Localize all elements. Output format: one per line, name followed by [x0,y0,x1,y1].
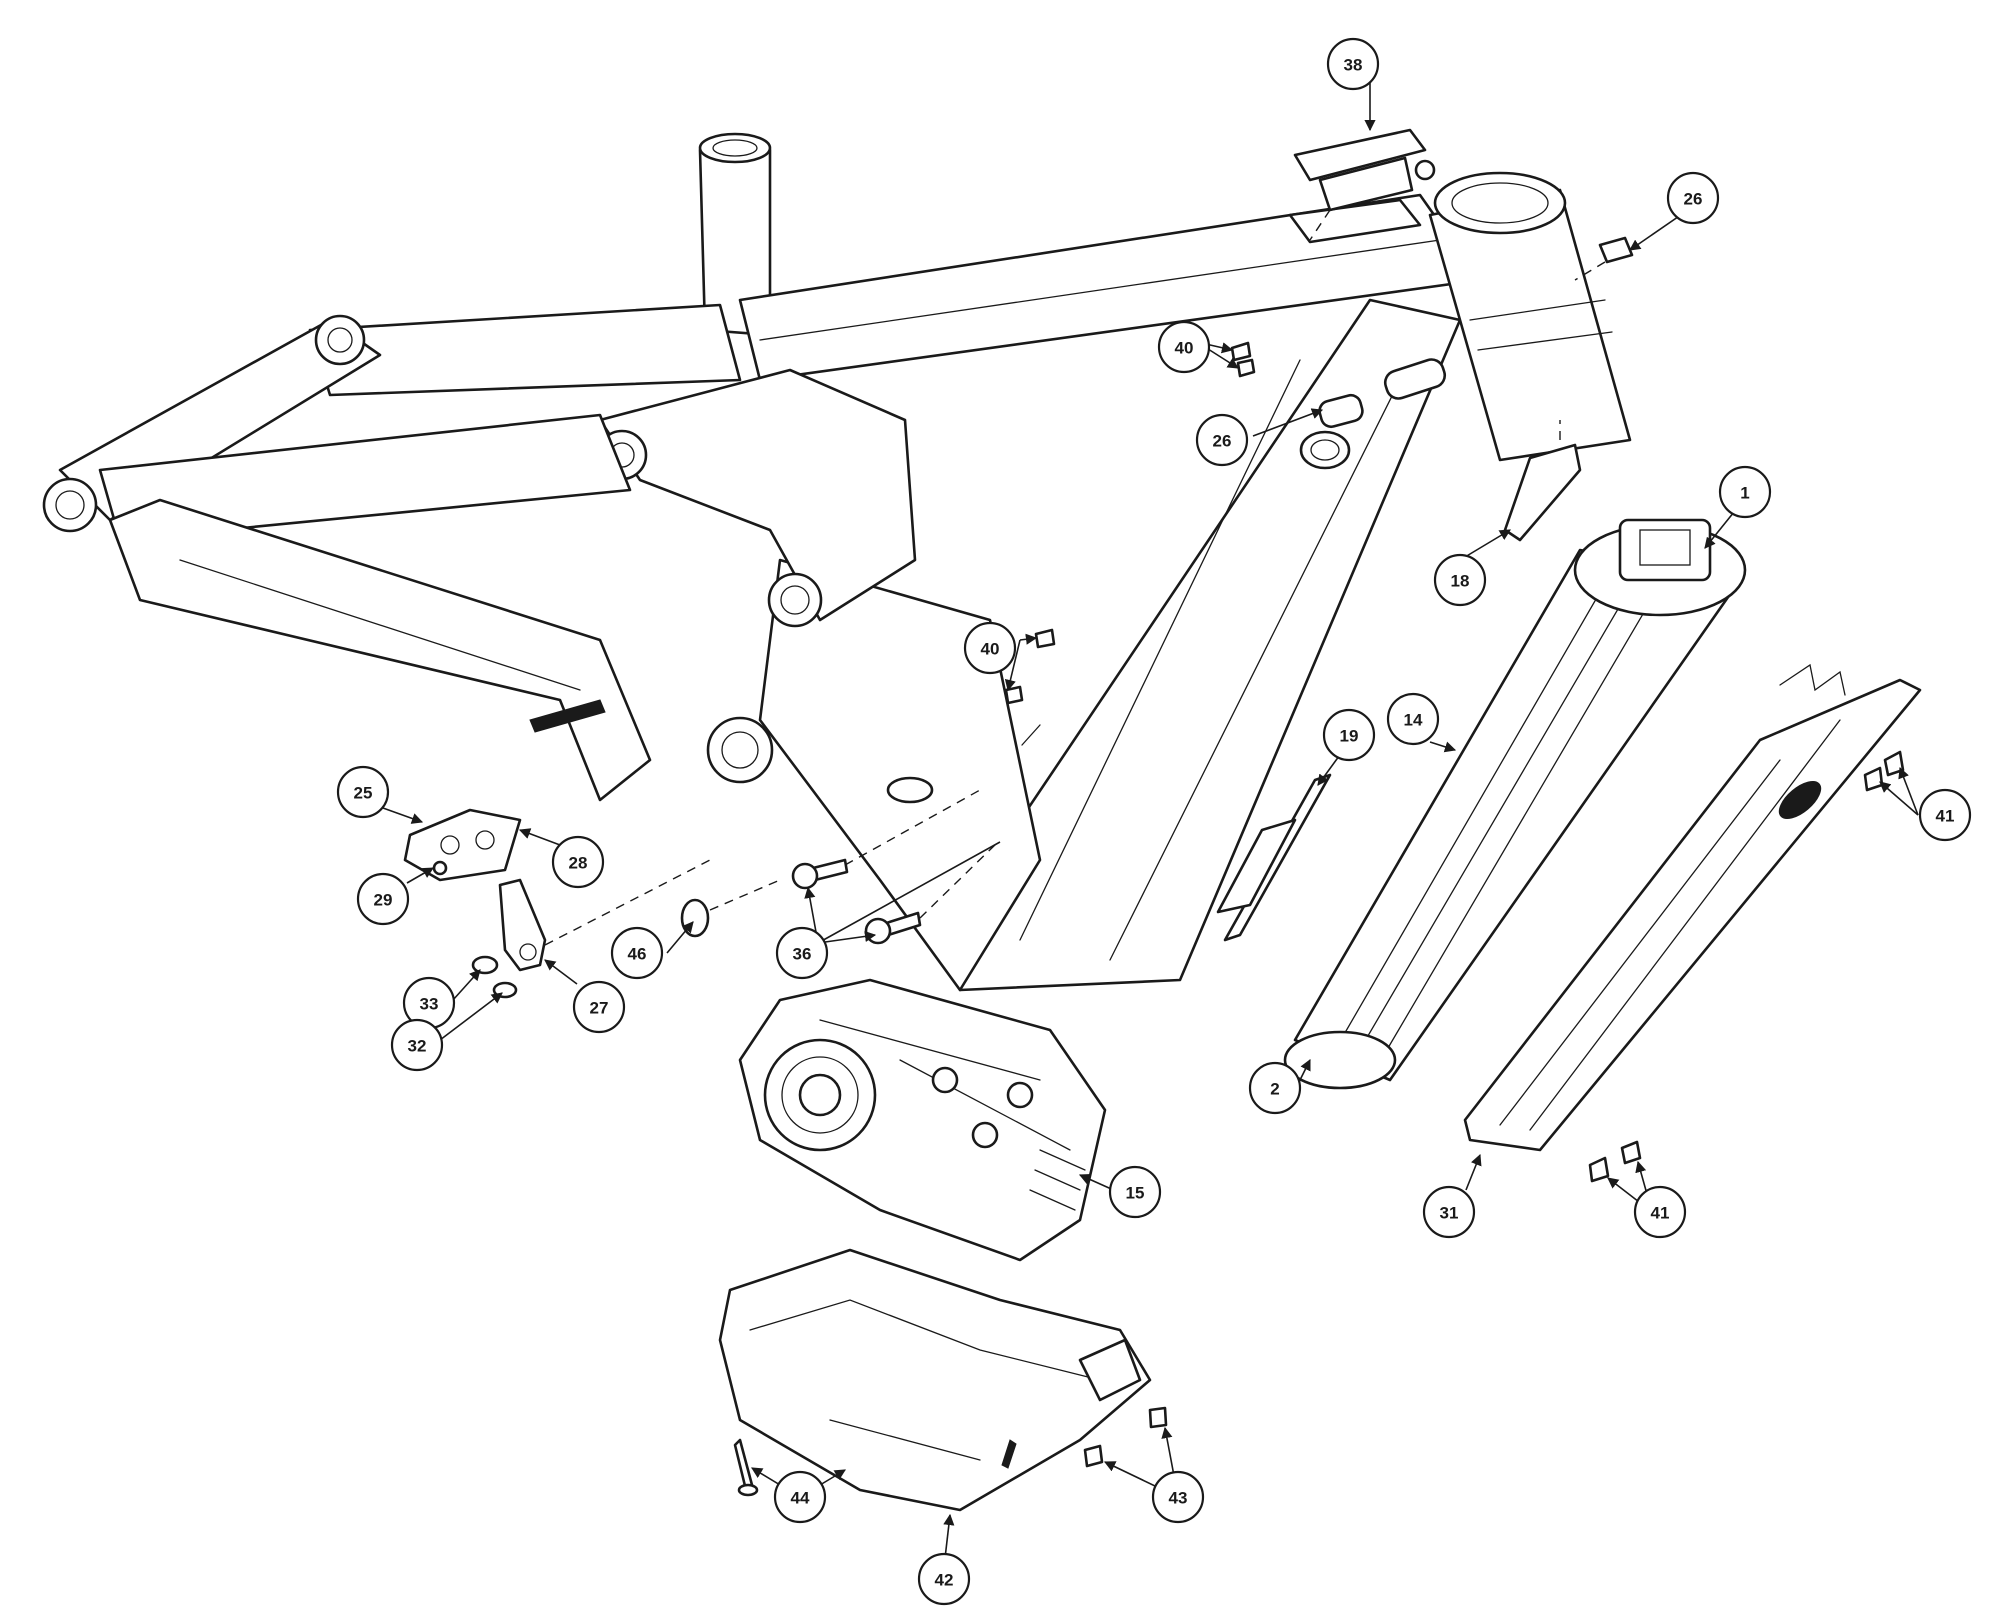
drive-motor [738,978,1107,1262]
chain-guide [403,808,522,882]
callout-44: 44 [773,1470,827,1524]
callout-19: 19 [1322,708,1376,762]
callout-42: 42 [917,1552,971,1606]
callout-label: 44 [791,1489,810,1508]
spacer [680,879,781,938]
callout-26-top: 26 [1666,171,1720,225]
callout-label: 14 [1404,711,1423,730]
derailleur-hanger [498,859,711,972]
callout-40-top: 40 [1157,320,1211,374]
callout-label: 36 [793,945,812,964]
callout-14: 14 [1386,692,1440,746]
callout-15: 15 [1108,1165,1162,1219]
callout-label: 25 [354,784,373,803]
cover-screws-upper [1863,750,1905,792]
callout-28: 28 [551,835,605,889]
callout-25: 25 [336,765,390,819]
callout-label: 27 [590,999,609,1018]
callout-label: 31 [1440,1204,1459,1223]
callout-label: 40 [981,640,1000,659]
callout-46: 46 [610,926,664,980]
callout-1: 1 [1718,465,1772,519]
cover-screws-lower [1588,1140,1642,1183]
callout-38: 38 [1326,37,1380,91]
callout-label: 42 [935,1571,954,1590]
display-unit [1293,128,1436,241]
callout-label: 19 [1340,727,1359,746]
callout-18: 18 [1433,553,1487,607]
callout-label: 26 [1684,190,1703,209]
callout-29: 29 [356,872,410,926]
callout-bubbles: 38 26 40 26 1 18 40 19 [336,37,1972,1606]
callout-label: 33 [420,995,439,1014]
callout-label: 41 [1936,807,1955,826]
callout-label: 29 [374,891,393,910]
battery-cover [1463,663,1922,1152]
skid-plate [718,1248,1152,1512]
seat-stay [58,303,742,542]
callout-label: 18 [1451,572,1470,591]
callout-2: 2 [1248,1061,1302,1115]
callout-41-lower: 41 [1633,1185,1687,1239]
callout-label: 26 [1213,432,1232,451]
callout-label: 32 [408,1037,427,1056]
callout-label: 15 [1126,1184,1145,1203]
callout-label: 40 [1175,339,1194,358]
callout-36: 36 [775,926,829,980]
frame [698,132,1632,992]
callout-label: 46 [628,945,647,964]
callout-31: 31 [1422,1185,1476,1239]
callout-27: 27 [572,980,626,1034]
callout-33: 33 [402,976,456,1030]
headset-bracket [1503,420,1582,542]
callout-43: 43 [1151,1470,1205,1524]
callout-label: 1 [1740,484,1749,503]
callout-32: 32 [390,1018,444,1072]
callout-label: 28 [569,854,588,873]
chain-stay [42,477,652,802]
skid-plate-screws [733,1406,1168,1497]
callout-40-mid: 40 [963,621,1017,675]
callout-label: 41 [1651,1204,1670,1223]
cable-grommet [1574,236,1634,281]
rocker-link [596,368,917,628]
callout-26-mid: 26 [1195,413,1249,467]
frame-bolts [791,789,1001,945]
callout-label: 38 [1344,56,1363,75]
hanger-bolts [471,955,518,999]
callout-41-upper: 41 [1918,788,1972,842]
callout-label: 43 [1169,1489,1188,1508]
battery-pack [1283,518,1747,1090]
callout-label: 2 [1270,1080,1279,1099]
cable-clip [1230,341,1256,378]
